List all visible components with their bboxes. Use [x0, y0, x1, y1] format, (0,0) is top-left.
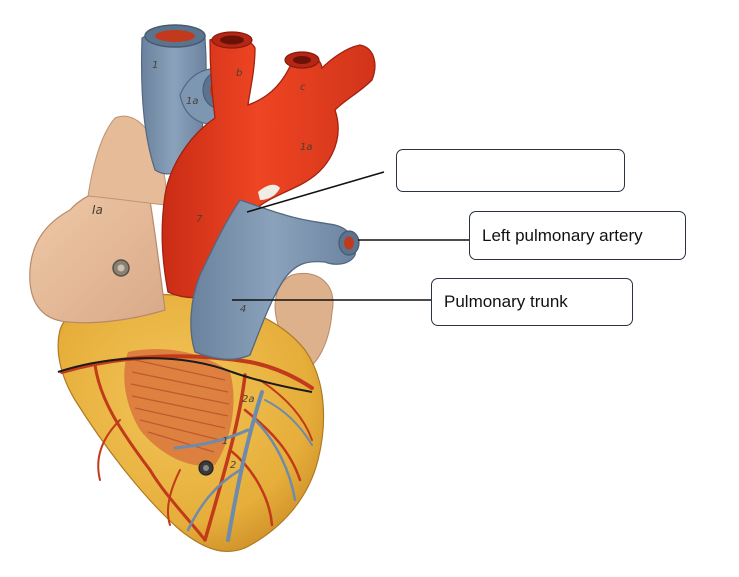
- label-pulmonary-trunk: Pulmonary trunk: [444, 292, 568, 311]
- marking-lower-c: 2: [230, 460, 236, 471]
- marking-b: b: [236, 68, 242, 79]
- coronary-veins: [173, 390, 313, 542]
- marking-trunk: 4: [240, 304, 246, 315]
- marking-lower-b: 1: [222, 436, 228, 447]
- pulmonary-trunk: [190, 199, 357, 360]
- label-left-pulmonary-artery: Left pulmonary artery: [482, 225, 643, 245]
- marking-1a: 1a: [186, 96, 199, 107]
- leader-line-blank: [246, 171, 385, 213]
- coronary-sulcus: [57, 357, 313, 393]
- marking-arch: 1a: [300, 142, 313, 153]
- marking-c: c: [300, 82, 306, 93]
- aorta: [161, 35, 376, 299]
- label-box-left-pulmonary-artery[interactable]: Left pulmonary artery: [469, 211, 686, 260]
- marking-aorta: 7: [196, 214, 203, 225]
- marking-lower-a: 2a: [242, 394, 255, 405]
- coronary-arteries: [60, 354, 314, 542]
- ligamentum: [258, 184, 280, 200]
- muscle-striations: [130, 359, 230, 453]
- marking-atrium: Ia: [92, 203, 103, 217]
- label-box-pulmonary-trunk[interactable]: Pulmonary trunk: [431, 278, 633, 326]
- label-box-blank[interactable]: [396, 149, 625, 192]
- marking-svc: 1: [152, 60, 158, 71]
